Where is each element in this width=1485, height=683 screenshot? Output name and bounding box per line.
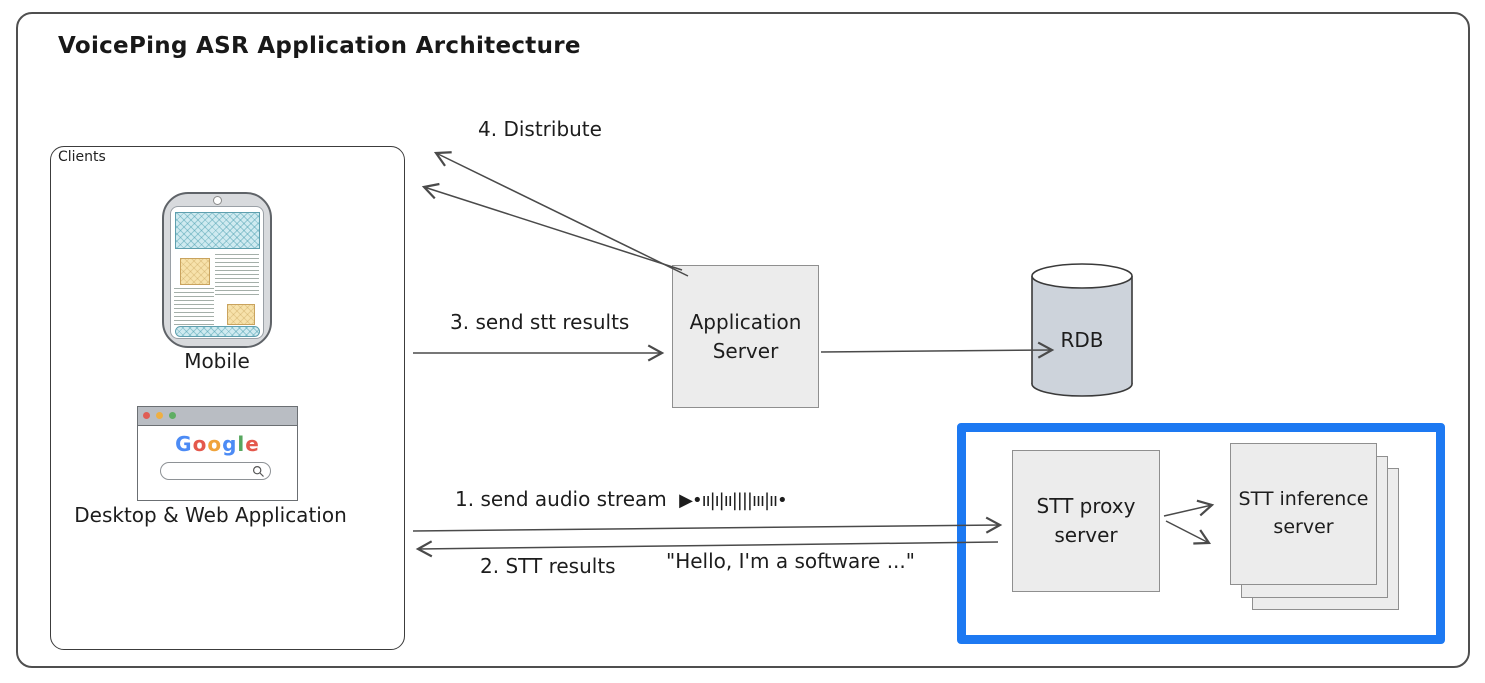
google-logo-letter: l [237,432,246,456]
phone-text-placeholder [174,288,214,326]
stt-inference-label-line1: STT inference [1238,488,1369,511]
flow-label-stt-results: 2. STT results [480,554,616,578]
phone-hero-banner [175,212,260,249]
search-icon [252,465,264,477]
application-server-node: Application Server [672,265,819,408]
phone-camera-dot [213,196,222,205]
stt-proxy-label-line1: STT proxy [1036,494,1136,518]
flow-label-send-stt-results: 3. send stt results [450,310,630,334]
rdb-label: RDB [1060,328,1104,352]
mobile-label: Mobile [184,349,250,373]
browser-search-box [160,462,271,480]
stt-proxy-server-node: STT proxy server [1012,450,1160,592]
google-logo-letter: o [192,432,208,456]
flow-label-distribute: 4. Distribute [478,117,602,141]
phone-image-placeholder [227,304,255,325]
database-cylinder-icon [1031,263,1133,397]
audio-waveform-icon: ▶•ıı|ı|ıı||||ııı|ıı• [679,490,788,511]
traffic-light-green-icon [169,412,176,419]
clients-group-label: Clients [58,149,106,165]
stt-inference-label-line2: server [1273,516,1334,538]
traffic-light-yellow-icon [156,412,163,419]
flow-label-send-audio-stream: 1. send audio stream ▶•ıı|ı|ıı||||ııı|ıı… [455,487,788,511]
flow-label-send-audio-stream-text: 1. send audio stream [455,487,667,511]
google-logo-letter: G [175,432,193,456]
google-logo-letter: e [245,432,260,456]
application-server-label-line1: Application [689,309,802,334]
phone-text-placeholder [215,254,259,297]
browser-titlebar [138,407,297,426]
desktop-label: Desktop & Web Application [74,503,347,527]
rdb-database-node: RDB [1030,262,1134,400]
application-server-label-line2: Server [712,338,779,363]
diagram-title: VoicePing ASR Application Architecture [58,33,581,59]
google-logo-letter: g [222,432,238,456]
stt-result-quote: "Hello, I'm a software ..." [666,549,915,573]
diagram-outer-frame [16,12,1470,668]
browser-window-illustration: Google [137,406,298,501]
mobile-phone-illustration [162,192,272,348]
stt-inference-server-node: STT inference server [1230,443,1377,585]
phone-footer-bar [175,326,260,337]
traffic-light-red-icon [143,412,150,419]
google-logo: Google [138,432,297,456]
clients-group-box [50,146,405,650]
phone-screen [170,206,264,339]
phone-image-placeholder [180,258,210,285]
stt-highlight-box [957,423,1445,644]
stt-proxy-label-line2: server [1054,523,1118,547]
google-logo-letter: o [207,432,223,456]
